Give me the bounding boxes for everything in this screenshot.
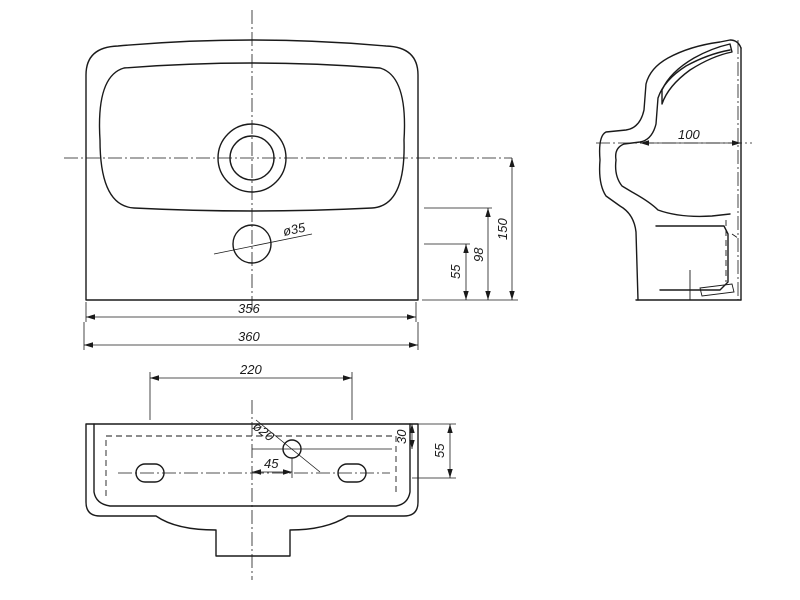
bottom-hole-diameter-label: ø20: [250, 419, 277, 445]
bottom-view: ø20 220 45 30 55: [85, 362, 456, 580]
side-profile-outer: [598, 39, 742, 301]
width-outer-label: 360: [238, 329, 260, 344]
top-view: ø35 55 98 150 356 360: [64, 10, 518, 350]
bottom-hidden-rim: [105, 435, 397, 496]
tap-hole-diameter-line: [213, 233, 313, 255]
side-view: 100: [596, 39, 752, 301]
basin-inner-rim: [98, 62, 406, 212]
offset-label: 45: [264, 456, 279, 471]
height-hole-a-label: 98: [471, 247, 486, 262]
tap-hole-diameter-label: ø35: [282, 219, 308, 238]
height-overall-label: 150: [495, 218, 510, 240]
side-hidden-line-2: [731, 233, 739, 239]
side-inner-detail: [689, 270, 735, 300]
bottom-inner-outline: [93, 423, 411, 507]
width-inner-label: 356: [238, 301, 260, 316]
spacing-label: 220: [239, 362, 262, 377]
height-large-label: 55: [432, 443, 447, 458]
side-rim-groove: [661, 43, 733, 105]
bottom-outer-outline: [85, 423, 419, 557]
depth-label: 100: [678, 127, 700, 142]
height-small-label: 30: [394, 429, 409, 444]
height-hole-b-label: 55: [448, 264, 463, 279]
basin-outer-outline: [85, 39, 419, 301]
bottom-hole-diameter-line: [255, 419, 321, 473]
side-profile-inner: [614, 49, 731, 218]
side-lower-fillet: [655, 225, 729, 291]
